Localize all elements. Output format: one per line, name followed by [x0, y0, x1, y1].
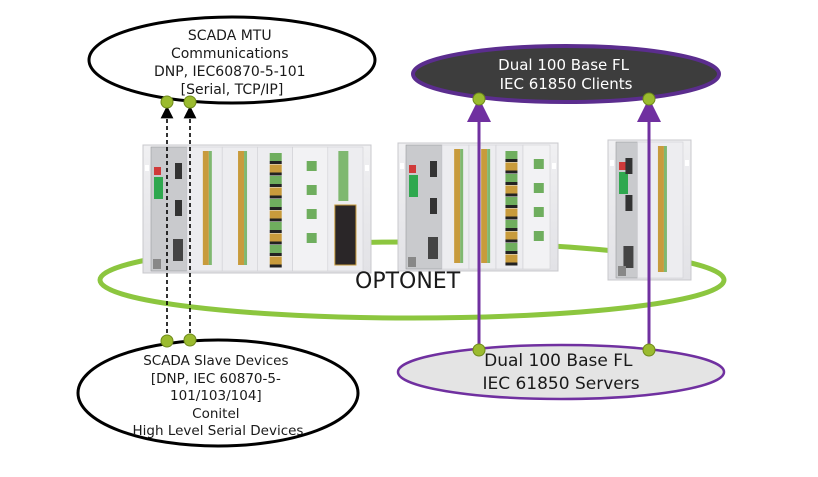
clients-line-1: Dual 100 Base FL: [498, 56, 630, 74]
connector-dot: [642, 92, 656, 106]
module-relay: [495, 144, 524, 270]
connector-dot: [183, 333, 197, 347]
slaves-line-2: [DNP, IEC 60870-5-: [151, 371, 281, 387]
scada-mtu-line-2: Communications: [171, 46, 289, 62]
mount-hole: [400, 163, 404, 169]
iec61850-clients-node[interactable]: Dual 100 Base FL IEC 61850 Clients: [411, 44, 721, 104]
rtu-rack-large[interactable]: [142, 144, 372, 274]
svg-text:Dual 100 Base FL IEC 618: Dual 100 Base FL IEC 61850 Servers: [482, 351, 639, 394]
module-io: [221, 146, 258, 272]
module-terminal: [292, 146, 329, 272]
scada-slave-devices-node[interactable]: SCADA Slave Devices [DNP, IEC 60870-5- 1…: [76, 338, 360, 448]
scada-mtu-line-3: DNP, IEC60870-5-101: [154, 64, 306, 80]
clients-line-2: IEC 61850 Clients: [500, 75, 633, 93]
servers-line-1: Dual 100 Base FL: [484, 351, 633, 371]
module-io-dark: [327, 146, 364, 272]
mount-hole: [145, 165, 149, 171]
module-relay: [257, 146, 293, 272]
servers-line-2: IEC 61850 Servers: [482, 374, 639, 394]
slaves-line-1: SCADA Slave Devices: [143, 353, 288, 369]
slaves-line-4: Conitel: [192, 406, 239, 422]
svg-text:Dual 100 Base FL IEC 618: Dual 100 Base FL IEC 61850 Clients: [498, 56, 634, 93]
connector-dot: [642, 343, 656, 357]
connection-points: [160, 92, 656, 357]
module-terminal: [522, 144, 551, 270]
scada-mtu-node[interactable]: SCADA MTU Communications DNP, IEC60870-5…: [87, 15, 377, 105]
mount-hole: [685, 160, 689, 166]
slaves-line-3: 101/103/104]: [170, 388, 262, 404]
connector-dot: [160, 95, 174, 109]
svg-text:SCADA MTU Communications: SCADA MTU Communications DNP, IEC60870-5…: [154, 28, 310, 98]
module-io: [186, 146, 223, 272]
connector-dot: [472, 92, 486, 106]
svg-text:SCADA Slave Devices [DNP: SCADA Slave Devices [DNP, IEC 60870-5- 1…: [133, 353, 304, 439]
scada-mtu-line-4: [Serial, TCP/IP]: [181, 82, 284, 98]
module-io: [468, 144, 497, 270]
connector-dot: [183, 95, 197, 109]
optonet-label: OPTONET: [355, 269, 461, 294]
module-cpu: [615, 141, 638, 279]
connector-dot: [160, 334, 174, 348]
slaves-line-5: High Level Serial Devices: [133, 423, 304, 439]
scada-mtu-line-1: SCADA MTU: [188, 28, 272, 44]
connector-dot: [472, 343, 486, 357]
iec61850-servers-node[interactable]: Dual 100 Base FL IEC 61850 Servers: [396, 343, 726, 401]
module-io: [637, 141, 684, 279]
scada-serial-links: [160, 105, 197, 340]
iec61850-links: [467, 98, 661, 350]
mount-hole: [552, 163, 556, 169]
module-cpu: [405, 144, 443, 270]
mount-hole: [365, 165, 369, 171]
module-io: [441, 144, 470, 270]
module-cpu: [150, 146, 188, 272]
mount-hole: [610, 160, 614, 166]
